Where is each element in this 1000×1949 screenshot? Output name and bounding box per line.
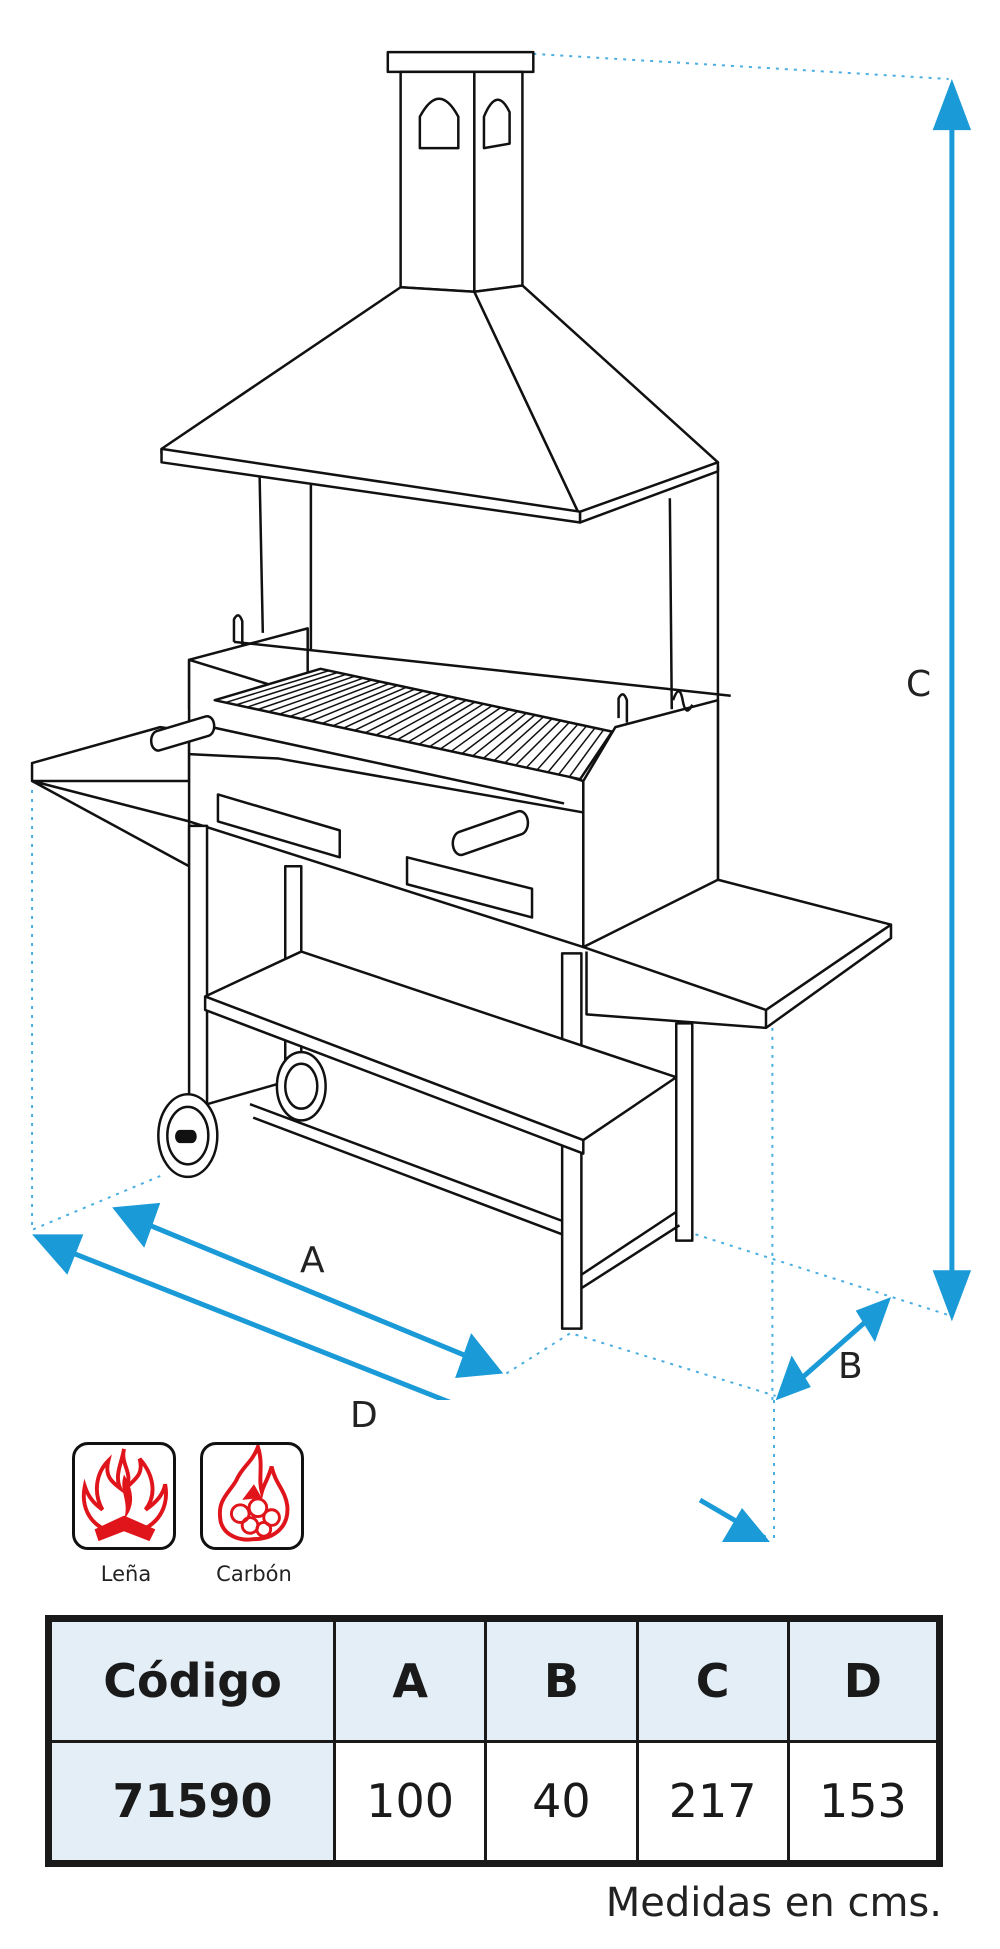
grate-bar: [268, 678, 363, 712]
dimension-guides: [32, 54, 949, 1400]
wheels: [158, 1052, 325, 1177]
grate-bar: [408, 702, 475, 742]
grate-bar: [225, 671, 329, 703]
fuel-charcoal: Carbón: [200, 1442, 308, 1586]
grate-bar: [397, 700, 466, 739]
fuel-label: Carbón: [216, 1562, 292, 1586]
dimension-label-d: D: [350, 1395, 378, 1436]
grate-bar: [494, 717, 543, 761]
dimension-label-c: C: [906, 664, 932, 705]
grate-bar: [311, 685, 397, 721]
grate-bar: [548, 726, 587, 772]
grate-bar: [322, 687, 406, 723]
dimension-label-a: A: [300, 1240, 325, 1281]
fuel-firewood: Leña: [72, 1442, 180, 1586]
grate-bar: [376, 697, 449, 736]
dimension-label-b: B: [838, 1346, 863, 1387]
grate-bar: [569, 730, 603, 777]
spit-rods: [212, 615, 731, 803]
cell-code: 71590: [47, 1739, 336, 1865]
charcoal-flame-icon: [200, 1442, 304, 1550]
table-row: 71590 100 40 217 153: [47, 1739, 942, 1865]
header-b: B: [484, 1617, 639, 1743]
cell-b: 40: [484, 1739, 639, 1865]
spit-handles: [150, 714, 530, 857]
grate-bar: [559, 728, 595, 775]
grate-bar: [344, 691, 424, 728]
grate-bar: [451, 709, 509, 751]
dimension-arrows: [32, 78, 972, 1400]
grate-bar: [473, 713, 527, 756]
grate-bar: [365, 695, 440, 733]
grate-bar: [430, 706, 492, 747]
lower-shelf: [205, 952, 676, 1154]
grate-bar: [301, 684, 389, 719]
dimensions-table: Código A B C D 71590 100 40 217 153: [45, 1615, 943, 1867]
grate-bar: [354, 693, 432, 731]
grate-bar: [258, 676, 355, 709]
cell-c: 217: [635, 1739, 790, 1865]
table-header-row: Código A B C D: [47, 1617, 942, 1743]
grate-bar: [247, 674, 346, 707]
arrow-d-head: [698, 1400, 775, 1542]
barbecue-diagram: [0, 0, 972, 1400]
cell-a: 100: [332, 1739, 488, 1865]
grate-bar: [236, 672, 337, 704]
grate-bar: [279, 680, 372, 714]
header-code: Código: [47, 1617, 336, 1743]
grate-bar: [526, 722, 569, 767]
grate-bar: [333, 689, 415, 726]
hood: [162, 285, 718, 522]
right-side-shelf: [583, 880, 891, 1028]
chimney: [388, 52, 534, 292]
frame-bars: [207, 1077, 679, 1288]
grate-bar: [290, 682, 381, 717]
firewood-flame-icon: [72, 1442, 176, 1550]
header-d: D: [786, 1617, 942, 1743]
grate-bar: [387, 698, 458, 737]
fuel-label: Leña: [100, 1562, 152, 1586]
units-note: Medidas en cms.: [605, 1880, 942, 1926]
grate-bar: [483, 715, 535, 758]
grate-bar: [516, 721, 561, 766]
firebox: [189, 628, 718, 947]
cell-d: 153: [786, 1739, 942, 1865]
grill-grate: [215, 669, 612, 779]
arrow-d: [48, 1243, 763, 1400]
grate-bar: [462, 711, 518, 753]
grate-bar: [537, 724, 578, 770]
grate-bar: [440, 708, 500, 749]
header-c: C: [635, 1617, 790, 1743]
grate-bar: [419, 704, 484, 744]
arrow-a: [128, 1216, 487, 1364]
header-a: A: [332, 1617, 488, 1743]
grate-bar: [505, 719, 552, 763]
